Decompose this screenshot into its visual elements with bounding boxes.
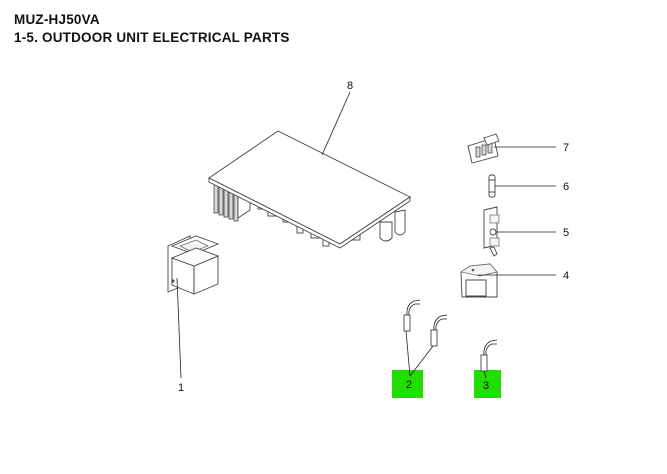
label-8[interactable]: 8 [347, 80, 353, 92]
highlight-box-3[interactable] [474, 370, 501, 398]
part-2-thermistor-pair[interactable] [403, 299, 448, 347]
label-1[interactable]: 1 [178, 382, 184, 394]
label-2[interactable]: 2 [406, 379, 412, 391]
section-title: 1-5. OUTDOOR UNIT ELECTRICAL PARTS [14, 30, 290, 45]
leader-2a [405, 330, 411, 377]
part-5-fuse-holder[interactable] [483, 206, 500, 257]
label-4[interactable]: 4 [563, 270, 569, 282]
highlight-box-2[interactable] [392, 370, 423, 398]
leader-3 [483, 370, 487, 379]
part-8-pcb[interactable] [208, 130, 411, 249]
label-5[interactable]: 5 [563, 227, 569, 239]
label-3[interactable]: 3 [483, 380, 489, 392]
label-7[interactable]: 7 [563, 142, 569, 154]
leader-8 [321, 91, 351, 156]
part-4-cover[interactable] [460, 263, 498, 298]
model-title: MUZ-HJ50VA [14, 12, 100, 27]
leader-2b [409, 345, 434, 377]
part-3-thermistor[interactable] [480, 339, 498, 372]
leader-1 [176, 277, 182, 379]
label-6[interactable]: 6 [563, 181, 569, 193]
part-6-fuse[interactable] [488, 174, 496, 198]
part-1-reactor[interactable] [167, 235, 220, 295]
part-7-terminal-block[interactable] [467, 133, 500, 164]
